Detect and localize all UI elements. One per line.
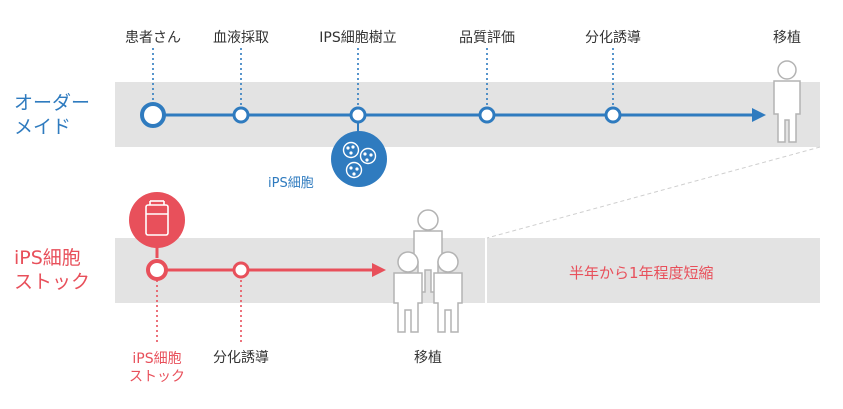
stock-step-label: iPS細胞 ストック — [129, 350, 185, 386]
step-label-blood-sampling: 血液採取 — [213, 30, 269, 46]
lane-title-stock: iPS細胞 ストック — [14, 246, 90, 294]
lane-title-order-made: オーダー メイド — [14, 91, 90, 139]
order-made-arrowhead — [752, 108, 766, 122]
node-stock-diff — [232, 261, 250, 279]
comparison-dashed-line — [486, 146, 821, 239]
order-made-drop-lines — [152, 48, 614, 105]
stock-band-right — [487, 238, 820, 303]
transplant-group-icon — [393, 209, 463, 333]
stock-step-label-line1: iPS細胞 — [132, 351, 182, 367]
stock-box-icon — [129, 192, 185, 258]
lane-title-stock-line2: ストック — [14, 271, 91, 293]
step-label-ips-establish: IPS細胞樹立 — [319, 30, 397, 46]
reduction-note: 半年から1年程度短縮 — [569, 264, 714, 282]
stock-step-label-line2: ストック — [129, 369, 185, 385]
step-label-differentiation: 分化誘導 — [585, 30, 641, 46]
node-ips — [349, 106, 367, 124]
stock-arrowhead — [372, 263, 386, 277]
node-stock — [146, 259, 168, 281]
lane-title-order-made-line2: メイド — [14, 116, 72, 138]
node-blood — [232, 106, 250, 124]
stock-drop-lines — [156, 280, 242, 345]
lane-title-order-made-line1: オーダー — [14, 92, 91, 114]
step-label-patient: 患者さん — [125, 30, 181, 46]
step-label-quality: 品質評価 — [459, 30, 515, 46]
transplant-person-icon — [773, 60, 801, 143]
ips-cells-icon — [331, 122, 387, 187]
node-quality — [478, 106, 496, 124]
lane-title-stock-line1: iPS細胞 — [14, 247, 81, 269]
step-label-transplant: 移植 — [773, 30, 801, 46]
node-diff — [604, 106, 622, 124]
ips-bubble-label: iPS細胞 — [268, 176, 314, 191]
stock-step-label-differentiation: 分化誘導 — [213, 350, 269, 366]
stock-step-label-transplant: 移植 — [414, 350, 442, 366]
node-patient — [140, 102, 166, 128]
